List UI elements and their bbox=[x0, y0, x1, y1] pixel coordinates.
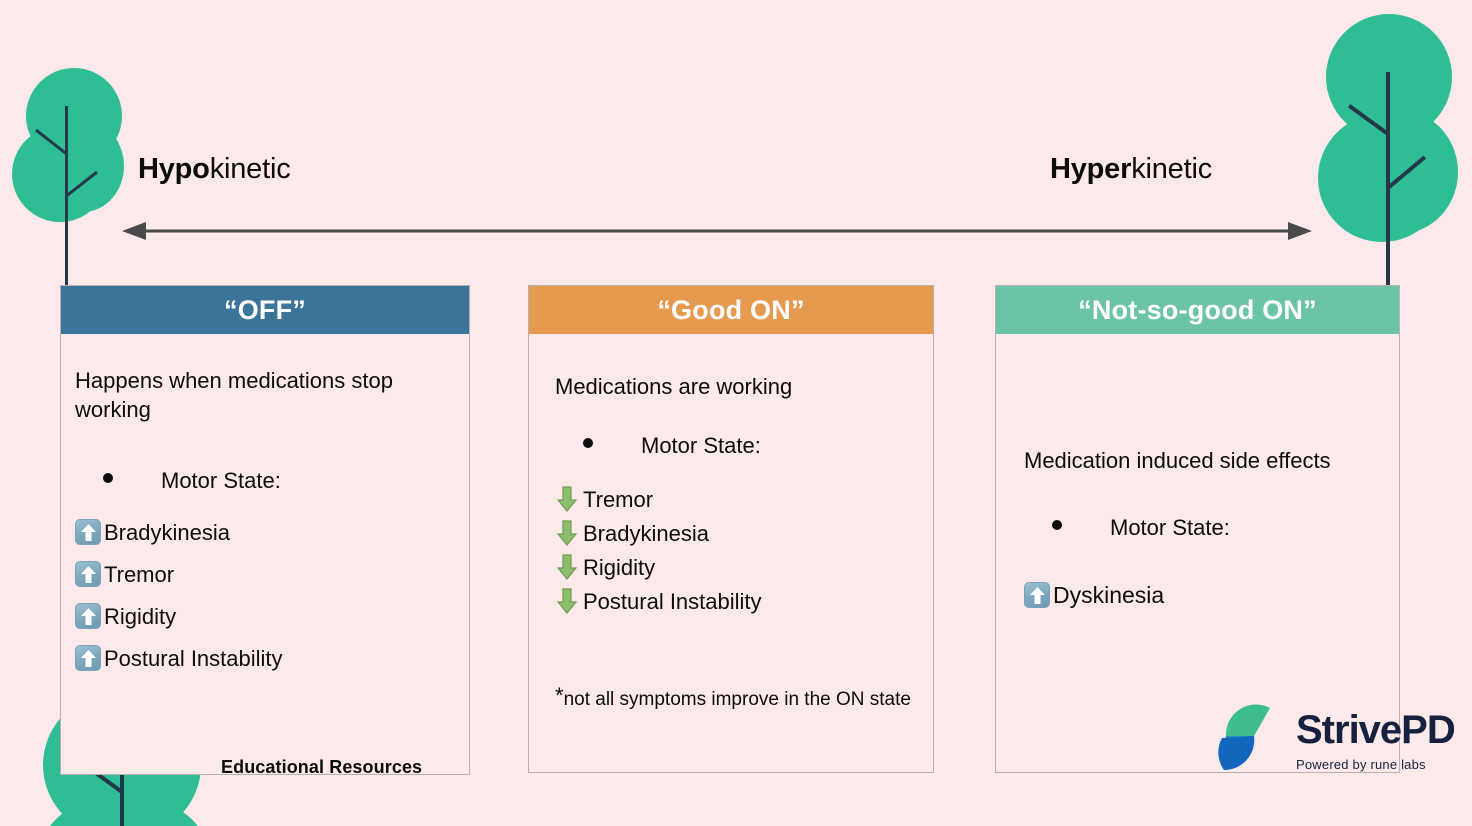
card-good-on[interactable]: “Good ON” Medications are working Motor … bbox=[528, 285, 934, 773]
symptom-label: Bradykinesia bbox=[104, 519, 230, 545]
symptom-label: Tremor bbox=[583, 486, 654, 512]
symptom-label: Dyskinesia bbox=[1053, 581, 1165, 608]
card-off-symptom-list: Bradykinesia Tremor Rigidity bbox=[75, 495, 455, 679]
arrow-down-icon bbox=[555, 553, 579, 581]
arrow-up-icon bbox=[1024, 582, 1050, 609]
card-good-on-motor-state-label: Motor State: bbox=[641, 433, 761, 459]
card-good-on-intro: Medications are working bbox=[555, 374, 793, 399]
card-not-so-good-on-title: “Not-so-good ON” bbox=[1078, 294, 1317, 325]
spectrum-label-hypokinetic-rest: kinetic bbox=[209, 153, 291, 185]
list-item: Bradykinesia bbox=[75, 511, 455, 553]
symptom-label: Rigidity bbox=[104, 603, 177, 629]
symptom-label: Rigidity bbox=[583, 554, 656, 580]
list-item: Dyskinesia bbox=[1024, 574, 1385, 616]
card-off[interactable]: “OFF” Happens when medications stop work… bbox=[60, 285, 470, 775]
card-not-so-good-on-motor-state-label: Motor State: bbox=[1110, 515, 1230, 541]
card-off-motor-state-row: Motor State: bbox=[75, 424, 455, 495]
card-good-on-title: “Good ON” bbox=[657, 294, 805, 325]
tree-crown bbox=[42, 120, 124, 212]
symptom-label: Postural Instability bbox=[583, 588, 762, 614]
card-off-body: Happens when medications stop working Mo… bbox=[61, 334, 469, 679]
card-off-title: “OFF” bbox=[224, 294, 306, 325]
arrow-up-icon bbox=[75, 519, 101, 546]
card-off-intro: Happens when medications stop working bbox=[75, 368, 393, 423]
arrow-up-icon bbox=[75, 561, 101, 588]
card-not-so-good-on[interactable]: “Not-so-good ON” Medication induced side… bbox=[995, 285, 1400, 773]
list-item: Rigidity bbox=[555, 550, 919, 584]
spectrum-label-hypokinetic-bold: Hypo bbox=[138, 153, 210, 185]
tree-decoration-top-left bbox=[12, 68, 124, 288]
educational-resources-label: Educational Resources bbox=[221, 757, 423, 777]
spectrum-label-hyperkinetic-rest: kinetic bbox=[1131, 153, 1213, 185]
symptom-label: Bradykinesia bbox=[583, 520, 709, 546]
spectrum-label-hyperkinetic: Hyperkinetic bbox=[1050, 153, 1212, 186]
symptom-label: Tremor bbox=[104, 561, 175, 587]
card-off-header: “OFF” bbox=[61, 286, 469, 334]
double-headed-arrow-icon bbox=[122, 222, 1312, 240]
tree-crown bbox=[1340, 110, 1458, 234]
card-off-motor-state-label: Motor State: bbox=[161, 468, 281, 494]
strivepd-logo: StrivePD Powered by rune labs bbox=[1208, 698, 1456, 782]
list-item: Tremor bbox=[75, 553, 455, 595]
bullet-icon bbox=[103, 473, 113, 484]
bullet-icon bbox=[1052, 520, 1062, 531]
card-good-on-motor-state-row: Motor State: bbox=[543, 401, 919, 460]
card-good-on-body: Medications are working Motor State: Tre… bbox=[529, 334, 933, 710]
strivepd-tagline: Powered by rune labs bbox=[1296, 757, 1426, 772]
strivepd-logo-mark bbox=[1218, 704, 1270, 771]
list-item: Tremor bbox=[555, 482, 919, 516]
card-not-so-good-on-body: Medication induced side effects Motor St… bbox=[996, 334, 1399, 616]
spectrum-label-hypokinetic: Hypokinetic bbox=[138, 153, 291, 186]
arrow-up-icon bbox=[75, 603, 101, 630]
card-not-so-good-on-header: “Not-so-good ON” bbox=[996, 286, 1399, 334]
list-item: Rigidity bbox=[75, 595, 455, 637]
tree-trunk bbox=[65, 106, 68, 288]
footnote-text: not all symptoms improve in the ON state bbox=[563, 689, 911, 710]
arrow-down-icon bbox=[555, 485, 579, 513]
arrow-down-icon bbox=[555, 587, 579, 615]
spectrum-label-hyperkinetic-bold: Hyper bbox=[1050, 153, 1132, 185]
footnote-star: * bbox=[555, 683, 564, 708]
tree-trunk bbox=[120, 732, 124, 826]
tree-decoration-top-right bbox=[1318, 14, 1458, 302]
strivepd-wordmark: StrivePD bbox=[1296, 708, 1456, 752]
card-good-on-header: “Good ON” bbox=[529, 286, 933, 334]
bullet-icon bbox=[583, 438, 593, 449]
list-item: Bradykinesia bbox=[555, 516, 919, 550]
arrow-down-icon bbox=[555, 519, 579, 547]
card-not-so-good-on-symptom-list: Dyskinesia bbox=[1010, 542, 1385, 616]
card-good-on-footnote: *not all symptoms improve in the ON stat… bbox=[555, 681, 923, 712]
list-item: Postural Instability bbox=[75, 637, 455, 679]
symptom-label: Postural Instability bbox=[104, 645, 283, 671]
card-not-so-good-on-motor-state-row: Motor State: bbox=[1010, 475, 1385, 542]
card-not-so-good-on-intro: Medication induced side effects bbox=[1024, 448, 1331, 473]
list-item: Postural Instability bbox=[555, 584, 919, 618]
card-good-on-symptom-list: Tremor Bradykinesia Rigidity bbox=[543, 460, 919, 618]
arrow-up-icon bbox=[75, 645, 101, 672]
